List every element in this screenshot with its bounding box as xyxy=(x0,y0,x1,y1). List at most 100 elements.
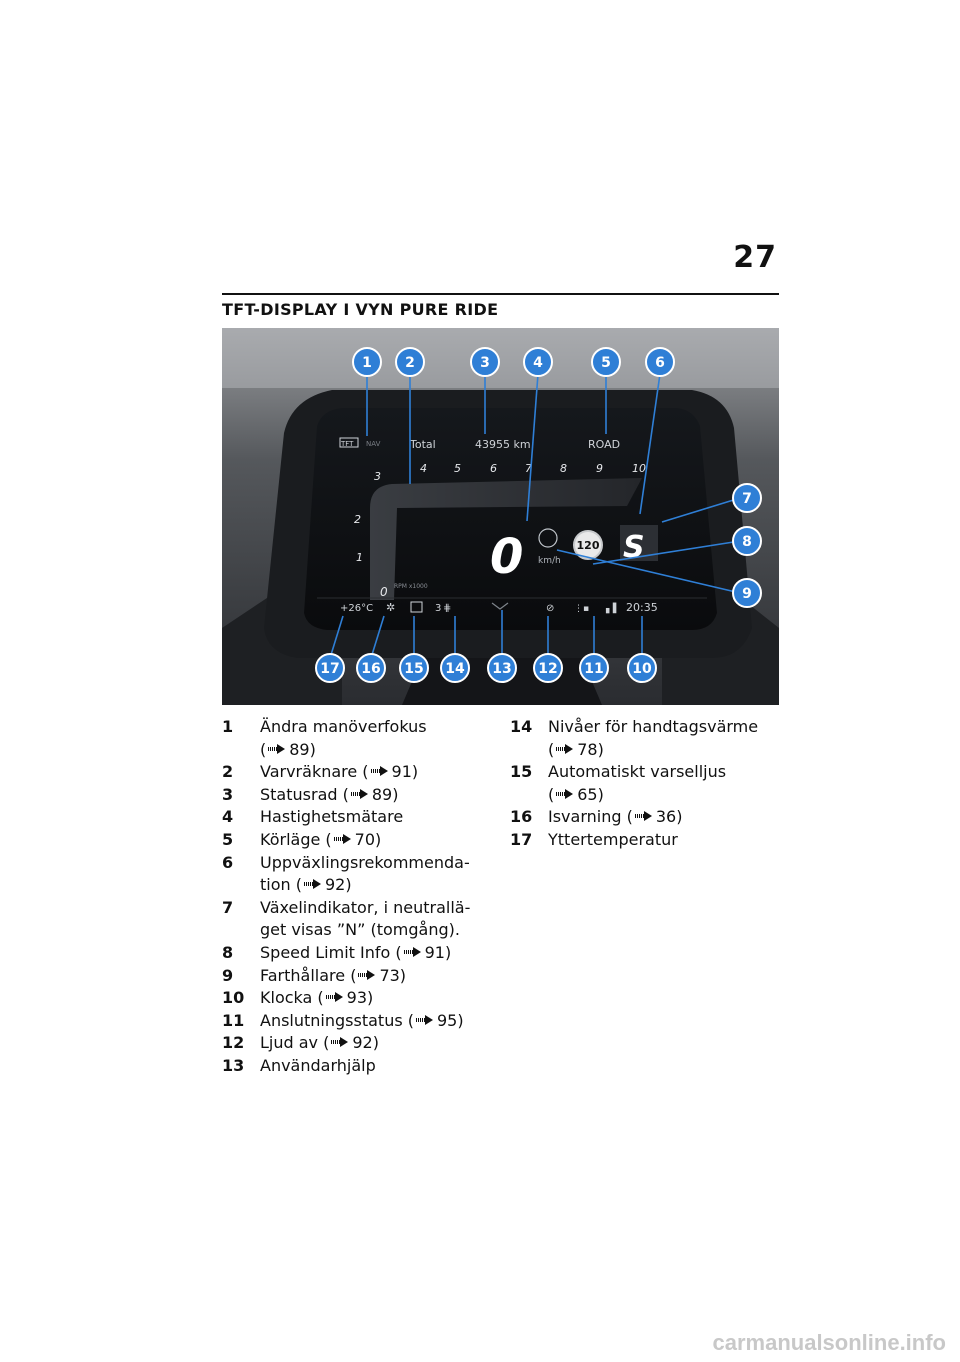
legend-number: 17 xyxy=(510,829,548,852)
section-title: TFT-DISPLAY I VYN PURE RIDE xyxy=(222,300,498,319)
page-reference-icon xyxy=(358,970,376,980)
legend-number: 6 xyxy=(222,852,260,897)
callout-badge-2: 2 xyxy=(396,348,424,376)
callout-badge-16: 16 xyxy=(357,654,385,682)
page-reference-icon xyxy=(326,992,344,1002)
legend-item-3: 3 Statusrad ( 89) xyxy=(222,784,492,807)
legend-item-2: 2 Varvräknare ( 91) xyxy=(222,761,492,784)
rpm-tick-label: 6 xyxy=(490,462,497,475)
grip-heating-icon: ⋕ xyxy=(443,603,451,614)
legend-number: 5 xyxy=(222,829,260,852)
legend-text: Ändra manöverfokus xyxy=(260,717,427,736)
legend-text: Automatiskt varselljus xyxy=(548,762,726,781)
rpm-tick-label: 3 xyxy=(374,470,381,483)
mute-icon: ⊘ xyxy=(546,603,554,614)
page-reference: 65) xyxy=(577,785,604,804)
page-reference: 93) xyxy=(347,988,374,1007)
callout-number: 4 xyxy=(533,355,543,371)
legend-text: Klocka ( xyxy=(260,988,324,1007)
callout-number: 9 xyxy=(742,586,752,602)
page-reference: 91) xyxy=(392,762,419,781)
page-reference: 78) xyxy=(577,740,604,759)
callout-badge-9: 9 xyxy=(733,579,761,607)
connection-icon: ⋮▪ xyxy=(574,604,589,614)
legend-item-6: 6 Uppväxlingsrekommenda-tion (92) xyxy=(222,852,492,897)
callout-badge-4: 4 xyxy=(524,348,552,376)
legend-number: 16 xyxy=(510,806,548,829)
callout-number: 8 xyxy=(742,534,752,550)
callout-badge-14: 14 xyxy=(441,654,469,682)
legend-text: Varvräknare ( xyxy=(260,762,369,781)
callout-badge-10: 10 xyxy=(628,654,656,682)
outside-temperature: +26°C xyxy=(340,603,373,614)
legend-text: Speed Limit Info ( xyxy=(260,943,402,962)
legend-text: Ljud av ( xyxy=(260,1033,329,1052)
page-reference: 92) xyxy=(352,1033,379,1052)
legend-text: Yttertemperatur xyxy=(548,829,780,852)
legend-number: 11 xyxy=(222,1010,260,1033)
callout-badge-6: 6 xyxy=(646,348,674,376)
callout-number: 11 xyxy=(584,661,603,677)
callout-badge-3: 3 xyxy=(471,348,499,376)
callout-number: 7 xyxy=(742,491,752,507)
speed-unit: km/h xyxy=(538,556,561,566)
legend-number: 8 xyxy=(222,942,260,965)
header-rule xyxy=(222,293,779,295)
tft-label: TFT xyxy=(340,440,354,448)
legend-number: 7 xyxy=(222,897,260,942)
legend-item-17: 17 Yttertemperatur xyxy=(510,829,780,852)
page-number: 27 xyxy=(733,240,777,275)
odometer-value: 43955 km xyxy=(475,438,531,451)
page-reference-icon xyxy=(334,834,352,844)
callout-badge-5: 5 xyxy=(592,348,620,376)
speed-value: 0 xyxy=(490,529,523,585)
page-reference: 89) xyxy=(372,785,399,804)
legend-item-15: 15 Automatiskt varselljus(65) xyxy=(510,761,780,806)
callout-number: 2 xyxy=(405,355,415,371)
callout-badge-12: 12 xyxy=(534,654,562,682)
legend-text: Nivåer för handtagsvärme xyxy=(548,717,758,736)
legend-item-10: 10 Klocka ( 93) xyxy=(222,987,492,1010)
ice-warning-icon: ✲ xyxy=(386,601,395,614)
callout-number: 10 xyxy=(632,661,652,677)
rpm-tick-label: 9 xyxy=(596,462,603,475)
callout-number: 14 xyxy=(445,661,465,677)
legend-number: 10 xyxy=(222,987,260,1010)
legend-text: Anslutningsstatus ( xyxy=(260,1011,414,1030)
callout-number: 15 xyxy=(404,661,423,677)
legend-number: 15 xyxy=(510,761,548,806)
legend-text: Statusrad ( xyxy=(260,785,349,804)
callout-badge-11: 11 xyxy=(580,654,608,682)
legend-left: 1 Ändra manöverfokus(89) 2 Varvräknare (… xyxy=(222,716,492,1078)
legend-item-12: 12 Ljud av ( 92) xyxy=(222,1032,492,1055)
callout-number: 1 xyxy=(362,355,372,371)
callout-number: 12 xyxy=(538,661,557,677)
page-reference-icon xyxy=(268,744,286,754)
legend-number: 3 xyxy=(222,784,260,807)
page-reference-icon xyxy=(416,1015,434,1025)
legend-number: 2 xyxy=(222,761,260,784)
signal-icon: ▖▌ xyxy=(605,602,620,614)
legend-text: Användarhjälp xyxy=(260,1055,492,1078)
nav-label: NAV xyxy=(366,440,381,448)
rpm-tick-label: 1 xyxy=(356,551,363,564)
watermark: carmanualsonline.info xyxy=(713,1330,947,1356)
callout-badge-1: 1 xyxy=(353,348,381,376)
legend-item-14: 14 Nivåer för handtagsvärme(78) xyxy=(510,716,780,761)
page-reference-icon xyxy=(556,789,574,799)
legend-item-16: 16 Isvarning (36) xyxy=(510,806,780,829)
legend-item-8: 8 Speed Limit Info (91) xyxy=(222,942,492,965)
callout-badge-8: 8 xyxy=(733,527,761,555)
legend-number: 14 xyxy=(510,716,548,761)
legend-item-5: 5 Körläge (70) xyxy=(222,829,492,852)
rpm-tick-label: 5 xyxy=(454,462,461,475)
ride-mode: ROAD xyxy=(588,438,620,451)
speed-limit-value: 120 xyxy=(577,539,600,552)
callout-number: 13 xyxy=(492,661,511,677)
legend-item-4: 4 Hastighetsmätare xyxy=(222,806,492,829)
legend-number: 12 xyxy=(222,1032,260,1055)
rpm-tick-label: 0 xyxy=(380,585,388,599)
page-reference-icon xyxy=(404,947,422,957)
legend-item-7: 7 Växelindikator, i neutrallä-get visas … xyxy=(222,897,492,942)
